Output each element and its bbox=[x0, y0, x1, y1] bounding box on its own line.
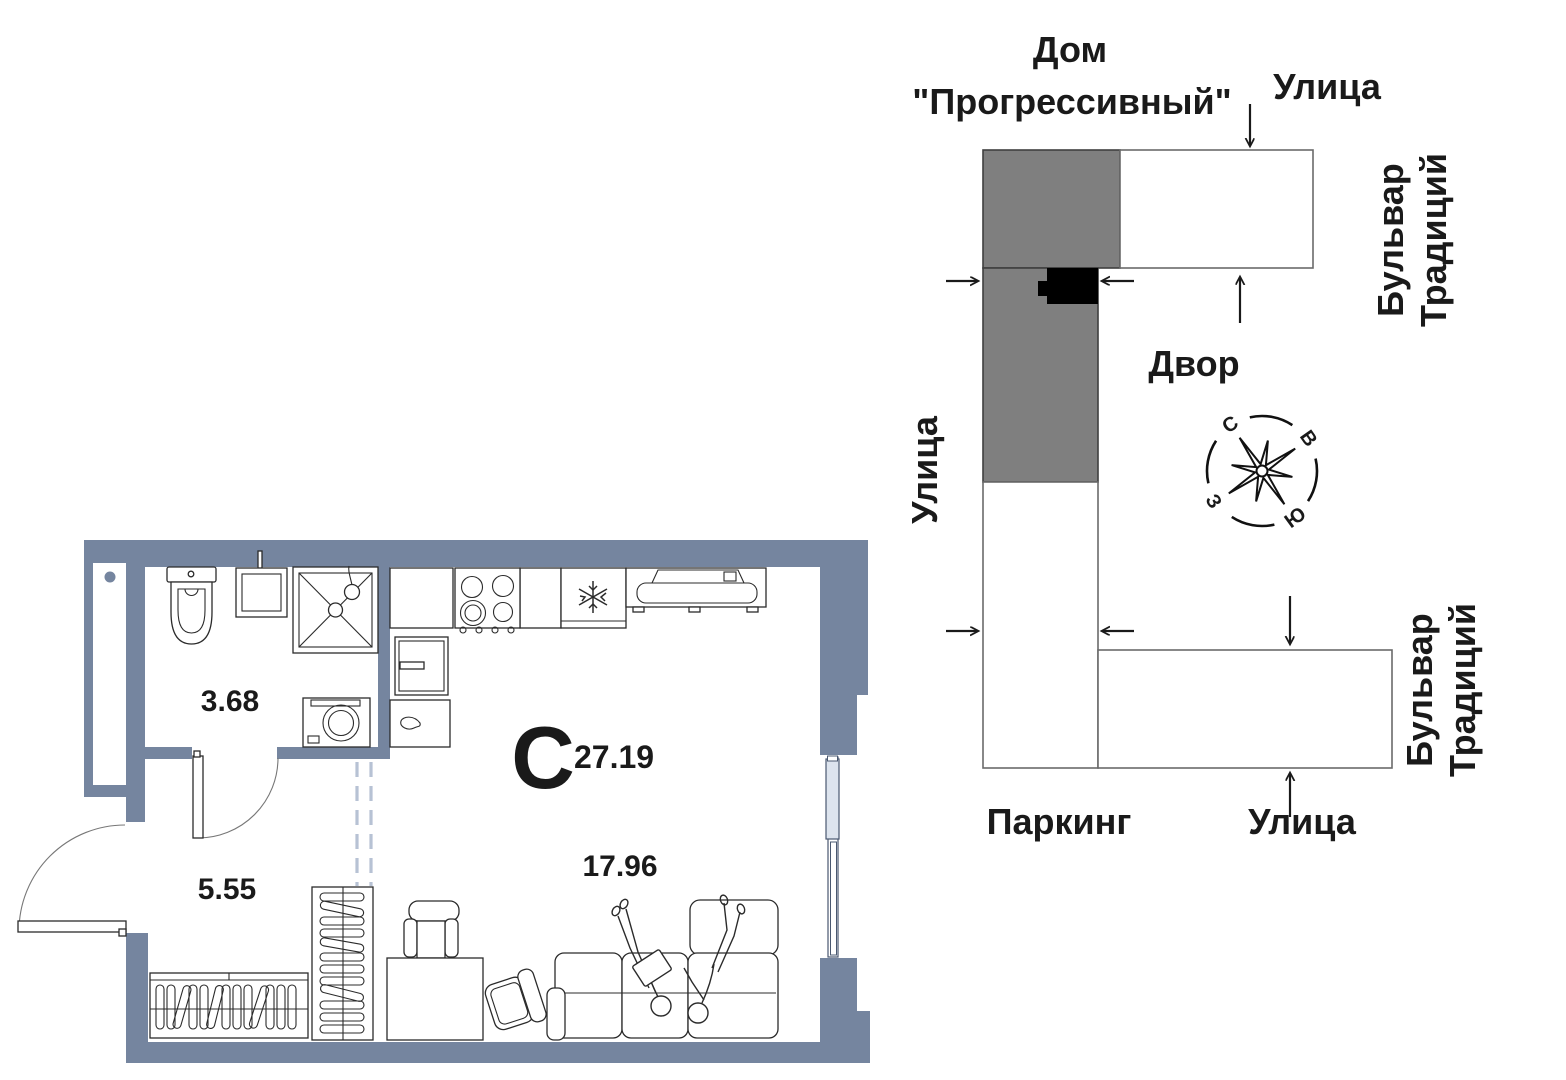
bathroom-door-arc bbox=[197, 757, 279, 839]
compass-south-label: Ю bbox=[1281, 503, 1311, 533]
building-section-gray-top bbox=[982, 149, 1121, 269]
fridge bbox=[560, 567, 627, 629]
window-glass-line bbox=[830, 841, 837, 956]
window bbox=[825, 755, 840, 958]
kitchen-drawer-unit bbox=[389, 699, 451, 748]
apartment-type-letter: С bbox=[511, 708, 575, 807]
wall-right-above-window bbox=[820, 695, 857, 755]
snowflake-icon bbox=[578, 581, 608, 613]
compass-rose: С В Ю З bbox=[1201, 412, 1322, 533]
wall-bathroom-a bbox=[145, 747, 192, 759]
apartment-location-marker bbox=[1038, 268, 1098, 304]
walls bbox=[84, 540, 870, 1063]
shower bbox=[292, 565, 379, 654]
compass-west-label: З bbox=[1201, 490, 1226, 512]
armchair bbox=[484, 968, 547, 1031]
wardrobe-horizontal bbox=[149, 972, 309, 1039]
washing-machine bbox=[302, 697, 371, 748]
building-footprint bbox=[982, 149, 1393, 769]
boulevard-bottom-line1: Бульвар bbox=[1399, 613, 1440, 767]
kitchen-cabinet bbox=[394, 636, 449, 696]
shaft-riser-dot bbox=[104, 571, 116, 583]
street-top-label: Улица bbox=[1273, 66, 1382, 107]
compass-center bbox=[1255, 464, 1269, 478]
person-lounging-right bbox=[683, 894, 746, 1024]
boulevard-top-line2: Традиций bbox=[1413, 153, 1454, 327]
window-sash bbox=[825, 758, 840, 840]
kitchen-sink-unit bbox=[625, 567, 767, 613]
building-section-white-bottom bbox=[1097, 649, 1393, 769]
entrance-door-leaf bbox=[17, 920, 127, 933]
bathroom-area-label: 3.68 bbox=[201, 685, 259, 718]
wall-right-upper bbox=[820, 540, 868, 695]
entrance-arrows bbox=[946, 104, 1290, 817]
bathroom-door-hinge bbox=[193, 750, 201, 758]
hall-area-label: 5.55 bbox=[198, 873, 256, 906]
sofa bbox=[546, 899, 779, 1041]
desk-chair bbox=[403, 900, 460, 959]
wall-top bbox=[145, 540, 867, 567]
building-section-white-top bbox=[1119, 149, 1314, 269]
entrance-door bbox=[17, 824, 127, 937]
site-plan: С В Ю З Дом "Прогрессивный" Улица Улица … bbox=[904, 29, 1483, 842]
living-area-label: 17.96 bbox=[582, 850, 657, 883]
boulevard-bottom-line2: Традиций bbox=[1442, 603, 1483, 777]
building-section-white-bar bbox=[982, 481, 1099, 769]
boulevard-top-line1: Бульвар bbox=[1370, 163, 1411, 317]
wall-right-below-window bbox=[820, 958, 857, 1011]
wardrobe-vertical bbox=[311, 886, 374, 1041]
stove bbox=[454, 567, 521, 634]
wall-bottom bbox=[126, 1042, 870, 1063]
parking-label: Паркинг bbox=[987, 801, 1132, 842]
wall-left-below-door bbox=[126, 933, 148, 1063]
dashed-partition bbox=[355, 762, 373, 886]
wall-bathroom-b bbox=[277, 747, 390, 759]
desk bbox=[386, 957, 484, 1041]
floor-plan: 3.68 5.55 17.96 С 27.19 bbox=[17, 540, 870, 1063]
toilet bbox=[166, 566, 217, 645]
courtyard-label: Двор bbox=[1148, 343, 1239, 384]
wall-right-lower bbox=[820, 1011, 870, 1063]
wall-shaft-left bbox=[84, 540, 93, 795]
total-area-label: 27.19 bbox=[574, 739, 654, 775]
window-top-cap bbox=[827, 755, 838, 762]
wall-left bbox=[126, 563, 145, 822]
entrance-door-arc bbox=[18, 824, 126, 932]
wall-shaft-top bbox=[84, 540, 145, 563]
street-left-label: Улица bbox=[904, 415, 945, 524]
bathroom-door bbox=[192, 750, 279, 839]
wall-shaft-bottom bbox=[84, 785, 126, 797]
kitchen-counter bbox=[389, 567, 562, 629]
person-lounging-left bbox=[611, 898, 672, 1017]
wall-kitchen-partition bbox=[378, 567, 390, 759]
bathroom-sink bbox=[235, 550, 288, 618]
street-bottom-label: Улица bbox=[1248, 801, 1357, 842]
building-name-line1: Дом bbox=[1033, 29, 1107, 70]
compass-east-label: В bbox=[1295, 426, 1321, 450]
building-name-line2: "Прогрессивный" bbox=[912, 81, 1231, 122]
compass-north-label: С bbox=[1218, 412, 1242, 438]
bathroom-door-leaf bbox=[192, 755, 204, 839]
entrance-door-hinge bbox=[118, 928, 127, 937]
